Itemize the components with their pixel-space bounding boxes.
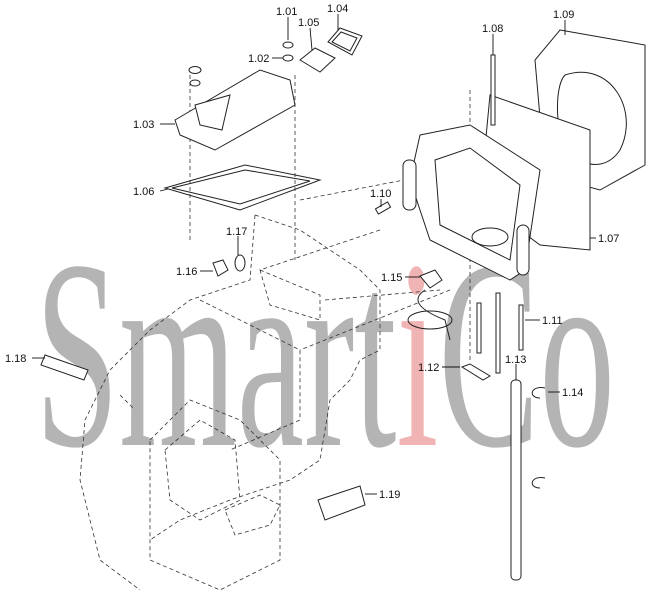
part-1.10-stud [374,201,392,215]
label-1.01: 1.01 [276,6,297,18]
part-1.01 [282,41,294,49]
part-labels: 1.01 1.02 1.03 1.04 1.05 1.06 1.07 1.08 … [5,3,619,501]
part-1.04-window [327,27,363,56]
label-1.13: 1.13 [505,354,526,366]
label-1.09: 1.09 [553,9,574,21]
part-1.19-cover [317,485,366,521]
label-1.18: 1.18 [5,353,26,365]
label-1.06: 1.06 [133,186,154,198]
part-1.11-studs [476,292,524,374]
part-1.06-gasket [163,164,322,211]
part-1.03-cover [174,66,296,151]
label-1.19: 1.19 [379,489,400,501]
label-1.12: 1.12 [418,362,439,374]
label-1.03: 1.03 [133,119,154,131]
part-1.14-clip-lower [531,477,546,489]
part-1.18-nameplate [40,354,89,381]
part-1.13-rod [510,379,522,581]
part-1.07-flange [402,94,591,281]
part-1.12-plate [460,363,491,381]
part-1.05-gasket [299,47,336,73]
label-1.15: 1.15 [381,272,402,284]
label-1.05: 1.05 [298,17,319,29]
label-1.08: 1.08 [482,23,503,35]
part-1.02 [282,54,294,62]
label-1.02: 1.02 [248,53,269,65]
label-1.16: 1.16 [176,266,197,278]
label-1.14: 1.14 [562,387,583,399]
part-1.08-pin [490,54,496,126]
label-1.04: 1.04 [327,3,348,15]
part-1.16-plug [212,259,229,277]
part-1.09-gasket [534,29,646,191]
label-1.11: 1.11 [542,315,563,327]
label-1.10: 1.10 [370,188,391,200]
part-1.17-washer [234,254,246,272]
part-1.15-sensor [407,269,453,341]
label-1.07: 1.07 [598,233,619,245]
leader-lines [32,14,596,495]
label-1.17: 1.17 [226,226,247,238]
part-1.14-clip [531,387,546,399]
